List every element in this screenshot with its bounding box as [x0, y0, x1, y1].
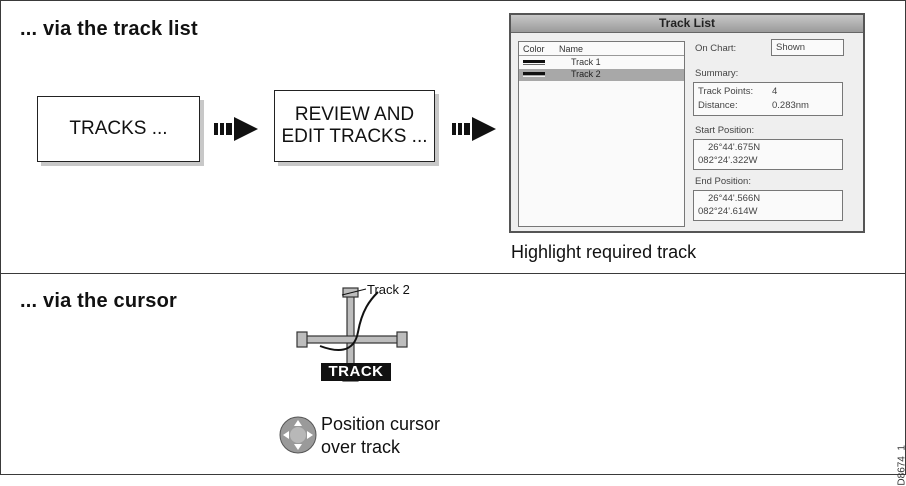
track-2-label: Track 2 — [367, 282, 410, 297]
review-edit-tracks-softkey[interactable]: REVIEW AND EDIT TRACKS ... — [274, 90, 435, 162]
cursor-track-tag: TRACK — [321, 363, 391, 381]
distance-value: 0.283nm — [772, 100, 809, 111]
track-name: Track 2 — [571, 69, 601, 79]
on-chart-field[interactable]: Shown — [771, 39, 844, 56]
track-line-leader — [341, 288, 367, 296]
softkey-line-2: EDIT TRACKS ... — [281, 126, 428, 147]
end-position-box: 26°44'.566N 082°24'.614W — [693, 190, 843, 221]
summary-label: Summary: — [695, 68, 739, 79]
track-row[interactable]: Track 1 — [519, 57, 684, 69]
diagram-id-label: D8674_1 — [897, 445, 906, 486]
end-latitude: 26°44'.566N — [708, 193, 761, 204]
track-list-screen: Track List Color Name Track 1 Track 2 On… — [509, 13, 865, 233]
trackpad-icon — [279, 416, 317, 454]
start-longitude: 082°24'.322W — [698, 155, 758, 166]
color-column-header: Color — [523, 44, 545, 54]
position-cursor-caption-line1: Position cursor — [321, 414, 441, 434]
track-list-title: Track List — [511, 15, 863, 33]
start-latitude: 26°44'.675N — [708, 142, 761, 153]
arrow-right-icon — [214, 117, 258, 141]
track-color-swatch — [523, 72, 545, 77]
cursor-heading: ... via the cursor — [20, 290, 177, 312]
highlight-track-caption: Highlight required track — [511, 242, 697, 262]
summary-box: Track Points: 4 Distance: 0.283nm — [693, 82, 843, 116]
arrow-right-icon — [452, 117, 496, 141]
distance-label: Distance: — [698, 100, 738, 111]
on-chart-label: On Chart: — [695, 43, 737, 54]
track-name: Track 1 — [571, 57, 601, 67]
end-longitude: 082°24'.614W — [698, 206, 758, 217]
header-rule — [519, 55, 684, 56]
track-points-value: 4 — [772, 86, 778, 97]
tracks-softkey[interactable]: TRACKS ... — [37, 96, 200, 162]
track-list-heading: ... via the track list — [20, 18, 198, 40]
section-divider — [0, 273, 906, 274]
end-position-label: End Position: — [695, 176, 751, 187]
start-position-box: 26°44'.675N 082°24'.322W — [693, 139, 843, 170]
track-row-selected[interactable]: Track 2 — [519, 69, 684, 81]
track-color-swatch — [523, 60, 545, 65]
track-list-table: Color Name Track 1 Track 2 — [518, 41, 685, 227]
name-column-header: Name — [559, 44, 584, 54]
start-position-label: Start Position: — [695, 125, 755, 136]
track-points-label: Track Points: — [698, 86, 754, 97]
softkey-line-1: REVIEW AND — [294, 104, 415, 125]
position-cursor-caption-line2: over track — [321, 437, 401, 457]
